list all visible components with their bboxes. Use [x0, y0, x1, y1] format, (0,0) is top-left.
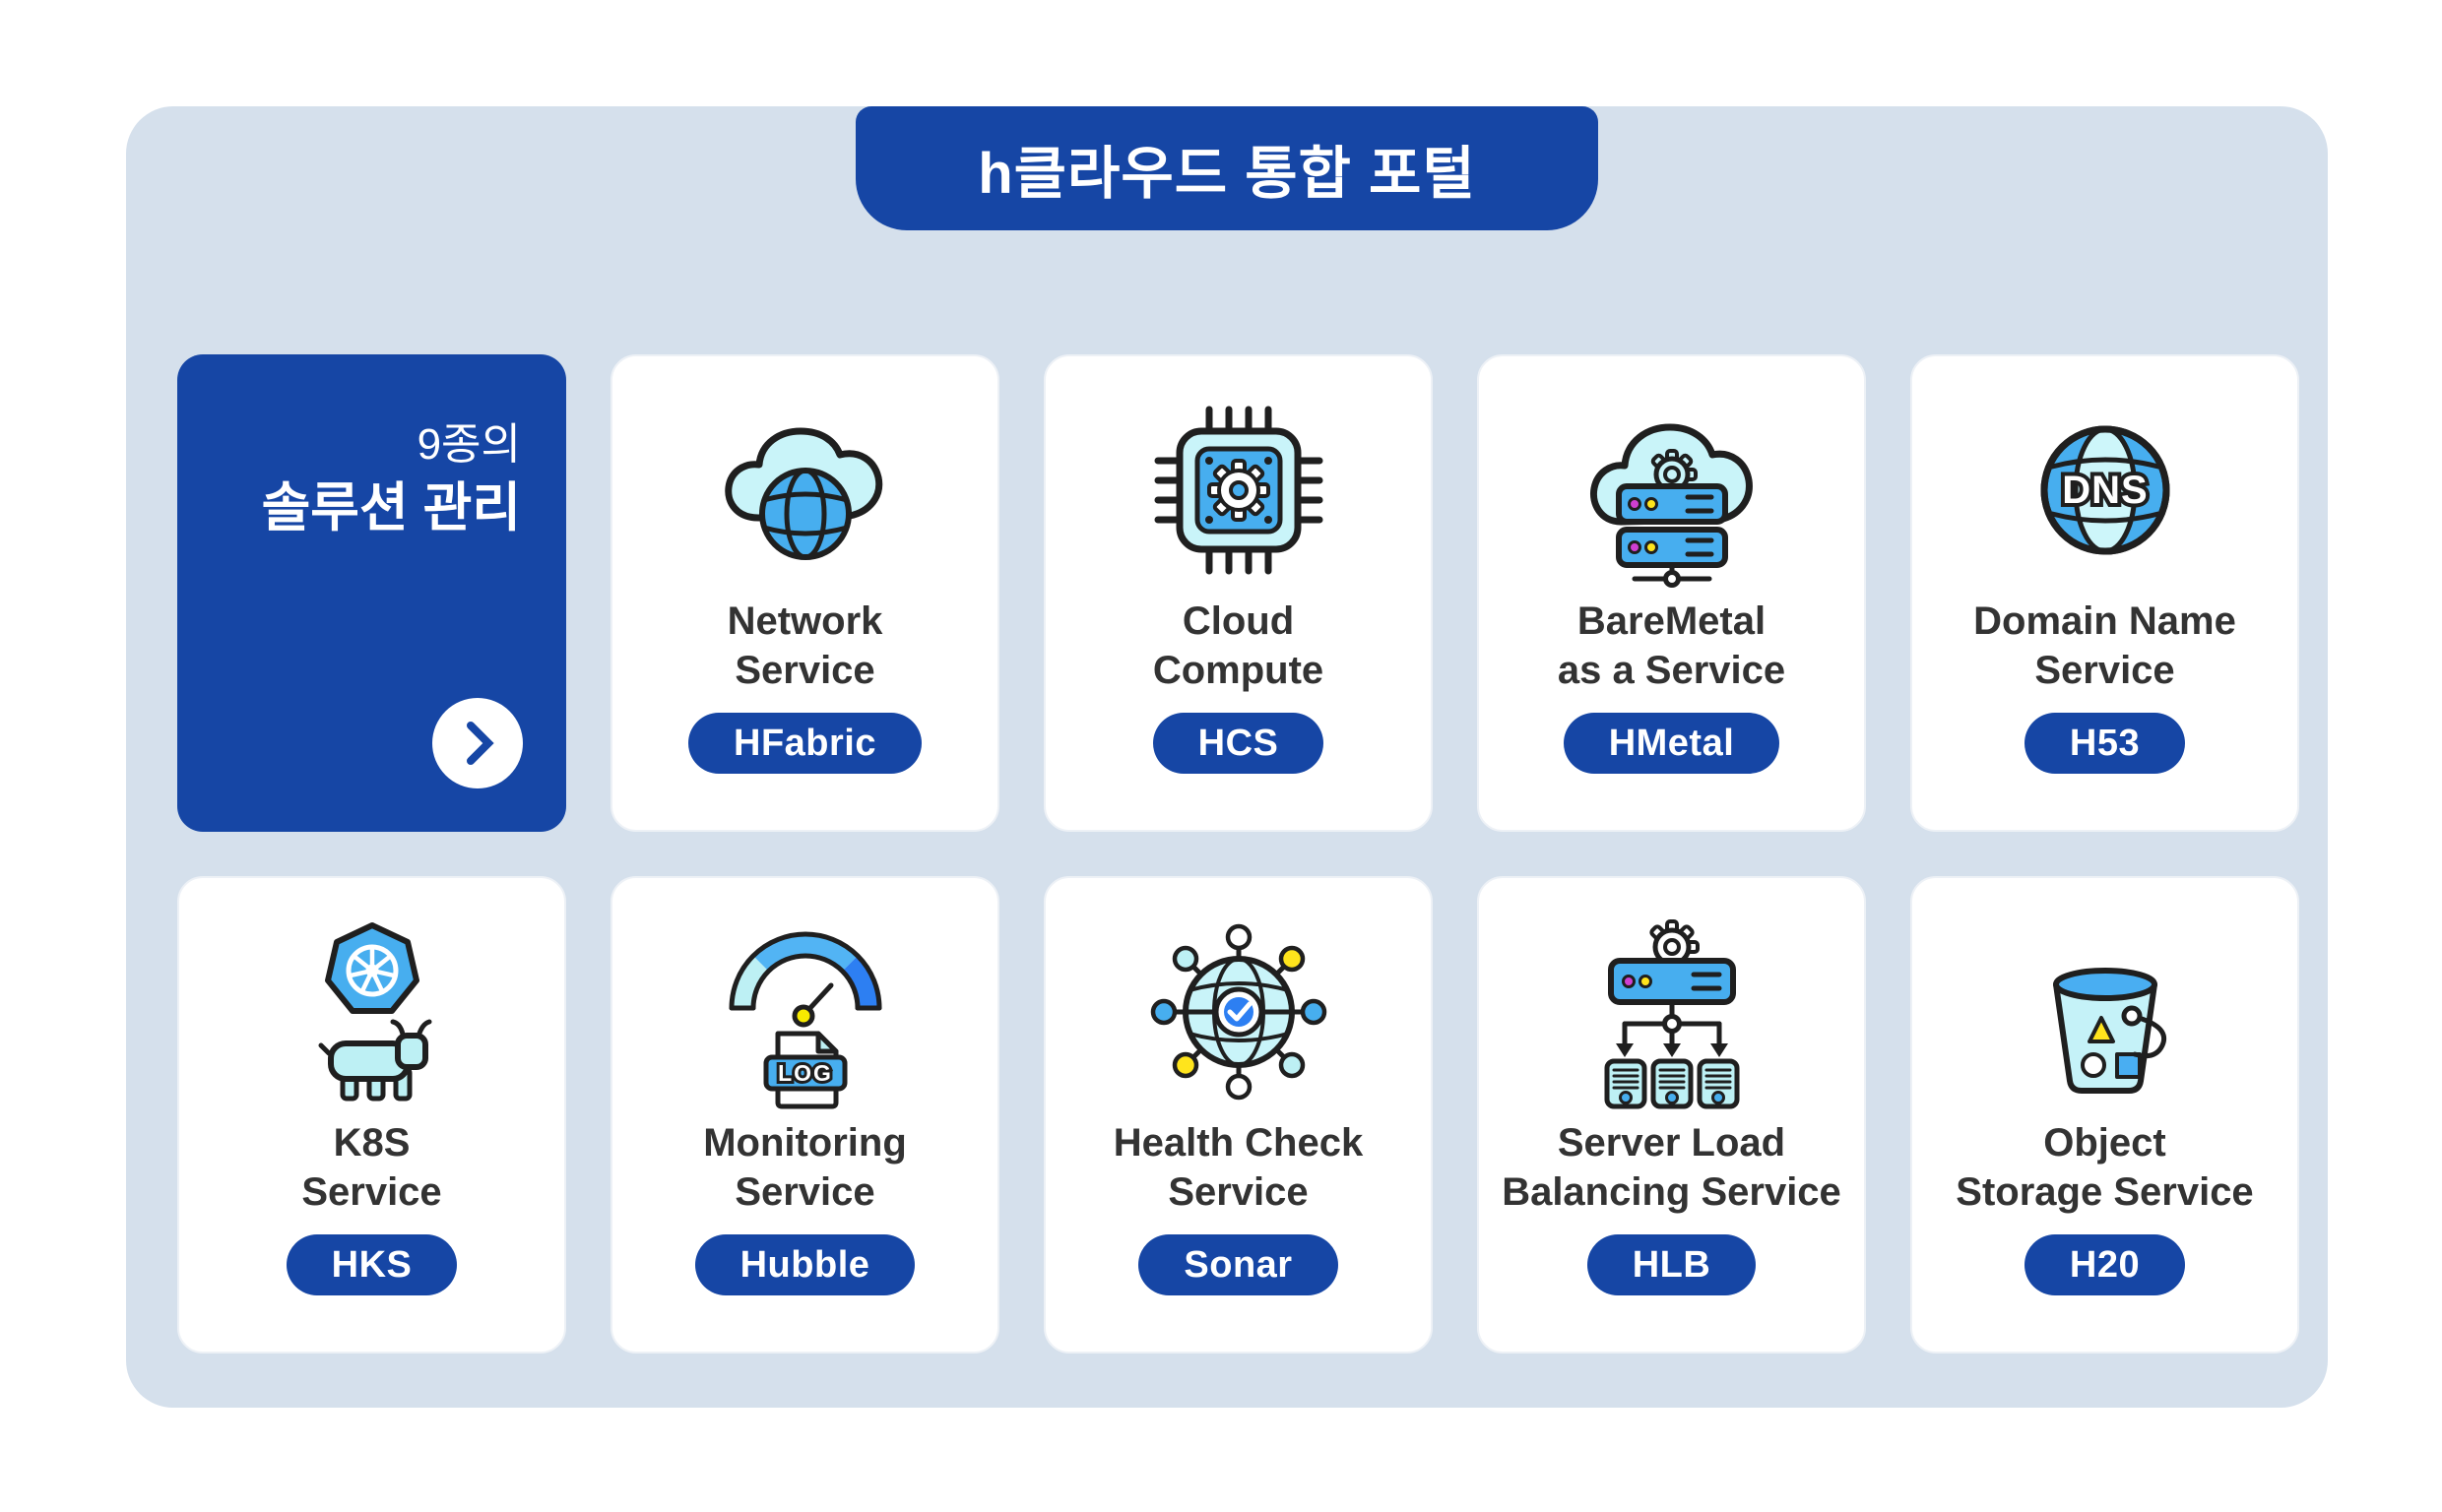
- intro-line1: 9종의: [417, 420, 521, 469]
- chevron-right-icon: [467, 722, 494, 765]
- portal-panel: h클라우드 통합 포털 9종의 솔루션 관리: [126, 106, 2328, 1408]
- intro-line2: 솔루션 관리: [261, 478, 521, 537]
- service-badge: Hubble: [694, 1234, 916, 1295]
- dns-label: DNS: [2062, 469, 2148, 512]
- service-badge: H53: [2024, 713, 2186, 774]
- service-badge: HKS: [286, 1234, 458, 1295]
- more-arrow-button[interactable]: [432, 698, 523, 788]
- network-cloud-globe-icon: [724, 427, 882, 560]
- health-check-globe-icon: [1150, 923, 1326, 1101]
- service-badge: HFabric: [688, 713, 922, 774]
- dns-globe-icon: DNS: [2040, 425, 2169, 555]
- portal-title: h클라우드 통합 포털: [978, 142, 1476, 206]
- log-label: LOG: [778, 1060, 833, 1086]
- cpu-chip-gear-icon: [1154, 406, 1322, 575]
- cloud-server-stack-icon: [1589, 423, 1753, 588]
- gauge-log-file-icon: LOG: [729, 931, 881, 1109]
- service-badge: Sonar: [1138, 1234, 1338, 1295]
- service-badge: HMetal: [1563, 713, 1780, 774]
- kubernetes-helm-rhino-icon: [318, 922, 431, 1102]
- storage-bucket-icon: [2052, 968, 2166, 1094]
- service-card-grid: 9종의 솔루션 관리: [177, 354, 2299, 1354]
- service-badge: H20: [2024, 1234, 2186, 1295]
- portal-header: h클라우드 통합 포털: [856, 106, 1598, 230]
- load-balancer-servers-icon: [1604, 919, 1739, 1109]
- intro-card-solution-management[interactable]: 9종의 솔루션 관리: [177, 354, 566, 832]
- service-badge: HCS: [1152, 713, 1324, 774]
- service-badge: HLB: [1586, 1234, 1757, 1295]
